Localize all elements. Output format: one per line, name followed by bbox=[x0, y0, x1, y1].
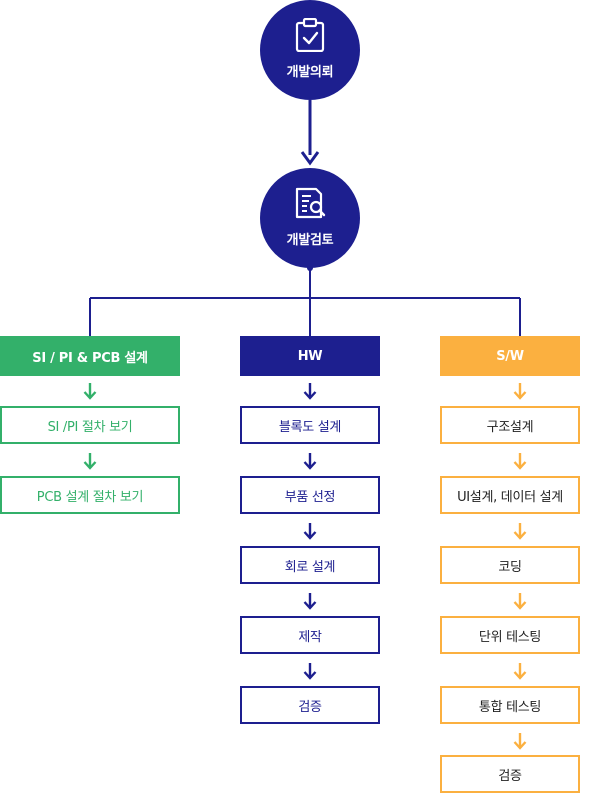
step-sw-integration-testing: 통합 테스팅 bbox=[440, 686, 580, 724]
arrow-down-icon bbox=[83, 453, 97, 470]
header-sw: S/W bbox=[440, 336, 580, 376]
node-development-request: 개발의뢰 bbox=[260, 0, 360, 100]
arrow-down-icon bbox=[303, 453, 317, 470]
arrow-down-icon bbox=[513, 523, 527, 540]
step-hw-manufacturing: 제작 bbox=[240, 616, 380, 654]
step-sw-architecture: 구조설계 bbox=[440, 406, 580, 444]
arrow-down-icon bbox=[303, 523, 317, 540]
arrow-down-icon bbox=[513, 383, 527, 400]
arrow-request-review bbox=[300, 151, 320, 166]
arrow-down-icon bbox=[513, 453, 527, 470]
document-search-icon bbox=[295, 187, 326, 219]
step-sw-ui-data-design: UI설계, 데이터 설계 bbox=[440, 476, 580, 514]
step-hw-parts-selection: 부품 선정 bbox=[240, 476, 380, 514]
node-development-review: 개발검토 bbox=[260, 168, 360, 268]
arrow-down-icon bbox=[303, 383, 317, 400]
arrow-down-icon bbox=[303, 593, 317, 610]
step-si-pi-procedure: SI /PI 절차 보기 bbox=[0, 406, 180, 444]
arrow-down-icon bbox=[513, 593, 527, 610]
step-sw-verification: 검증 bbox=[440, 755, 580, 793]
step-sw-unit-testing: 단위 테스팅 bbox=[440, 616, 580, 654]
arrow-down-icon bbox=[513, 733, 527, 750]
header-hw: HW bbox=[240, 336, 380, 376]
step-hw-block-diagram: 블록도 설계 bbox=[240, 406, 380, 444]
step-sw-coding: 코딩 bbox=[440, 546, 580, 584]
step-hw-verification: 검증 bbox=[240, 686, 380, 724]
node-request-label: 개발의뢰 bbox=[286, 65, 334, 80]
header-si-pi: SI / PI & PCB 설계 bbox=[0, 336, 180, 376]
node-review-label: 개발검토 bbox=[286, 233, 334, 248]
step-pcb-procedure: PCB 설계 절차 보기 bbox=[0, 476, 180, 514]
arrow-down-icon bbox=[83, 383, 97, 400]
step-hw-circuit-design: 회로 설계 bbox=[240, 546, 380, 584]
arrow-down-icon bbox=[303, 663, 317, 680]
clipboard-check-icon bbox=[295, 18, 325, 52]
arrow-down-icon bbox=[513, 663, 527, 680]
